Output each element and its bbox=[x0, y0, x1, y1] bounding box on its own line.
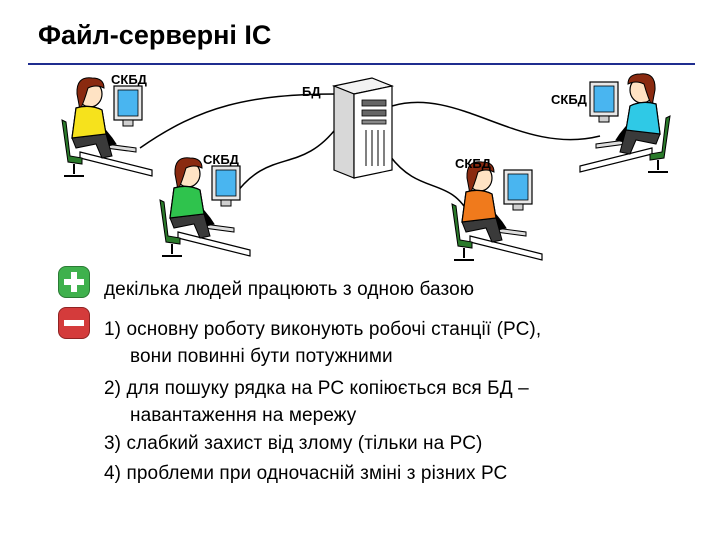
label-server: БД bbox=[302, 84, 321, 99]
label-client-bottom-left: СКБД bbox=[203, 152, 240, 167]
minus-icon bbox=[58, 307, 90, 339]
shirt-cyan bbox=[625, 101, 661, 135]
plus-icon bbox=[58, 266, 90, 298]
title-underline bbox=[28, 63, 695, 65]
network-cable bbox=[389, 155, 471, 217]
cons-item-2-cont: навантаження на мережу bbox=[130, 405, 357, 426]
shirt-yellow bbox=[71, 105, 107, 139]
cons-item-2: 2) для пошуку рядка на РС копіюється вся… bbox=[104, 378, 529, 399]
network-cable bbox=[233, 125, 339, 197]
server-tower bbox=[331, 77, 395, 179]
cons-item-4: 4) проблеми при одночасній зміні з різни… bbox=[104, 463, 508, 484]
cons-item-1: 1) основну роботу виконують робочі станц… bbox=[104, 319, 542, 340]
label-client-top-left: СКБД bbox=[111, 72, 148, 87]
network-cable bbox=[391, 101, 601, 141]
cons-item-1-cont: вони повинні бути потужними bbox=[130, 346, 393, 367]
label-client-top-right: СКБД bbox=[551, 92, 588, 107]
page-title: Файл-серверні ІС bbox=[38, 20, 272, 50]
network-cable bbox=[139, 93, 339, 149]
shirt-orange bbox=[461, 189, 497, 223]
shirt-green bbox=[169, 185, 205, 219]
file-server-diagram: СКБД БД СКБД СКБД СКБД bbox=[61, 72, 671, 261]
label-client-bottom-right: СКБД bbox=[455, 156, 492, 171]
cons-item-3: 3) слабкий захист від злому (тільки на Р… bbox=[104, 433, 483, 454]
pros-text: декілька людей працюють з одною базою bbox=[104, 279, 475, 300]
